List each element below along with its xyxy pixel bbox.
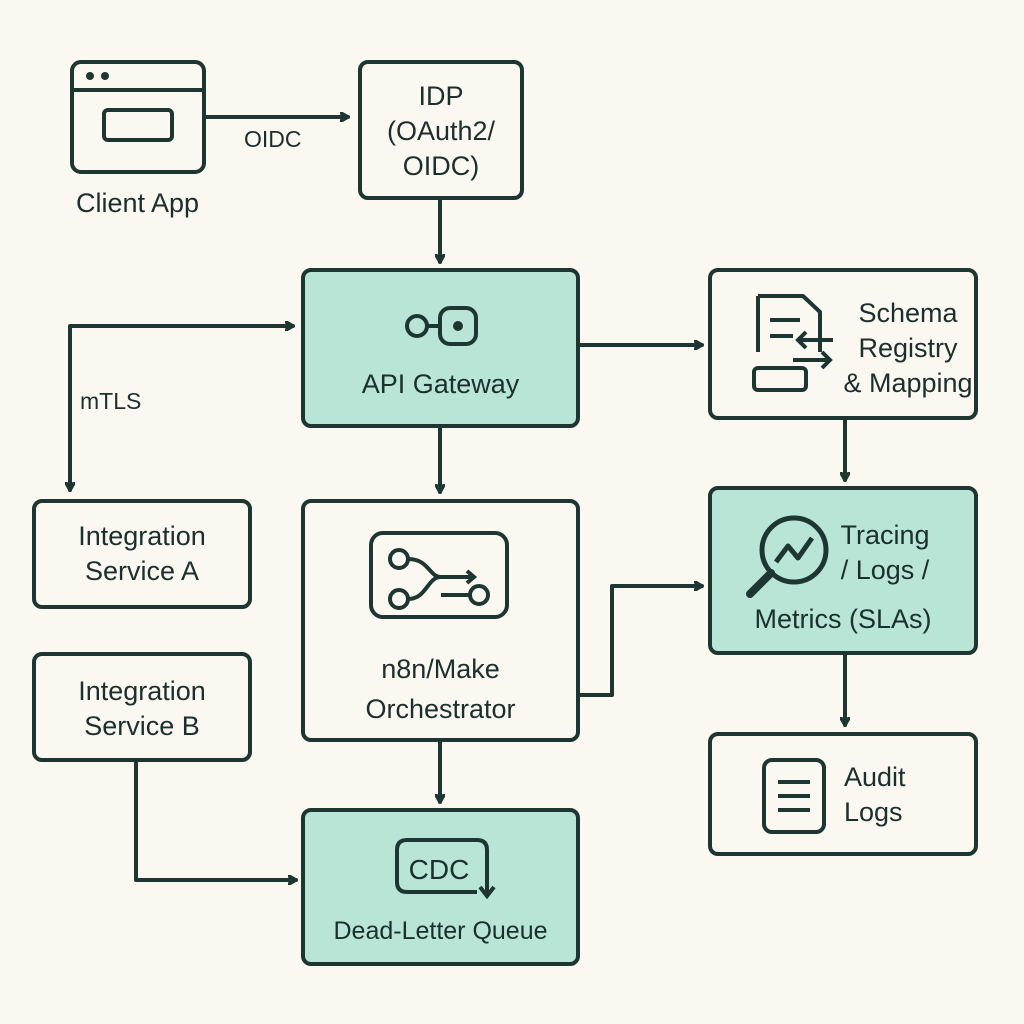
schema-registry-label: Schema Registry & Mapping (840, 296, 976, 401)
workflow-branch-icon (369, 531, 511, 621)
tracing-line2: / Logs / (840, 555, 930, 585)
audit-logs-label: Audit Logs (844, 760, 934, 830)
gateway-connector-icon (402, 304, 482, 354)
edge-integration-b-to-dlq (134, 760, 298, 880)
schema-label-line1: Schema (858, 298, 958, 328)
integration-a-line1: Integration (78, 521, 206, 551)
api-gateway-node[interactable]: API Gateway (301, 268, 580, 428)
client-app-label: Client App (75, 188, 200, 218)
tracing-label-top: Tracing / Logs / (830, 518, 940, 588)
idp-label-line2: (OAuth2/ (386, 116, 496, 146)
dead-letter-queue-node[interactable]: CDC Dead-Letter Queue (301, 808, 580, 966)
tracing-node[interactable]: Tracing / Logs / Metrics (SLAs) (708, 486, 978, 655)
schema-label-line2: Registry (858, 333, 958, 363)
idp-label-line3: OIDC) (402, 151, 480, 181)
browser-window-icon (70, 60, 206, 174)
document-list-icon (760, 756, 830, 836)
queue-badge-icon (393, 836, 503, 900)
cdc-badge-label: CDC (408, 854, 470, 885)
edge-orchestrator-to-tracing (578, 586, 704, 697)
schema-registry-node[interactable]: Schema Registry & Mapping (708, 268, 978, 420)
integration-service-b-node[interactable]: Integration Service B (32, 652, 252, 762)
audit-line1: Audit (844, 762, 906, 792)
idp-label: IDP (OAuth2/ OIDC) (362, 79, 520, 184)
dead-letter-queue-label: Dead-Letter Queue (333, 917, 548, 945)
magnifier-chart-icon (742, 510, 834, 602)
integration-a-label: Integration Service A (36, 519, 248, 589)
idp-label-line1: IDP (418, 81, 464, 111)
api-gateway-label: API Gateway (361, 369, 520, 399)
oidc-edge-label: OIDC (244, 126, 302, 152)
orchestrator-label: n8n/Make Orchestrator (305, 649, 576, 729)
audit-line2: Logs (844, 797, 903, 827)
audit-logs-node[interactable]: Audit Logs (708, 732, 978, 856)
integration-a-line2: Service A (84, 556, 200, 586)
tracing-line1: Tracing (840, 520, 930, 550)
integration-service-a-node[interactable]: Integration Service A (32, 499, 252, 609)
integration-b-label: Integration Service B (36, 674, 248, 744)
orchestrator-node[interactable]: n8n/Make Orchestrator (301, 499, 580, 742)
mtls-edge-label: mTLS (80, 388, 142, 414)
integration-b-line2: Service B (84, 711, 200, 741)
tracing-line3: Metrics (SLAs) (754, 604, 932, 634)
idp-node[interactable]: IDP (OAuth2/ OIDC) (358, 60, 524, 200)
schema-label-line3: & Mapping (843, 368, 973, 398)
document-mapping-icon (748, 292, 838, 397)
orchestrator-line2: Orchestrator (365, 694, 516, 724)
integration-b-line1: Integration (78, 676, 206, 706)
orchestrator-line1: n8n/Make (381, 654, 500, 684)
